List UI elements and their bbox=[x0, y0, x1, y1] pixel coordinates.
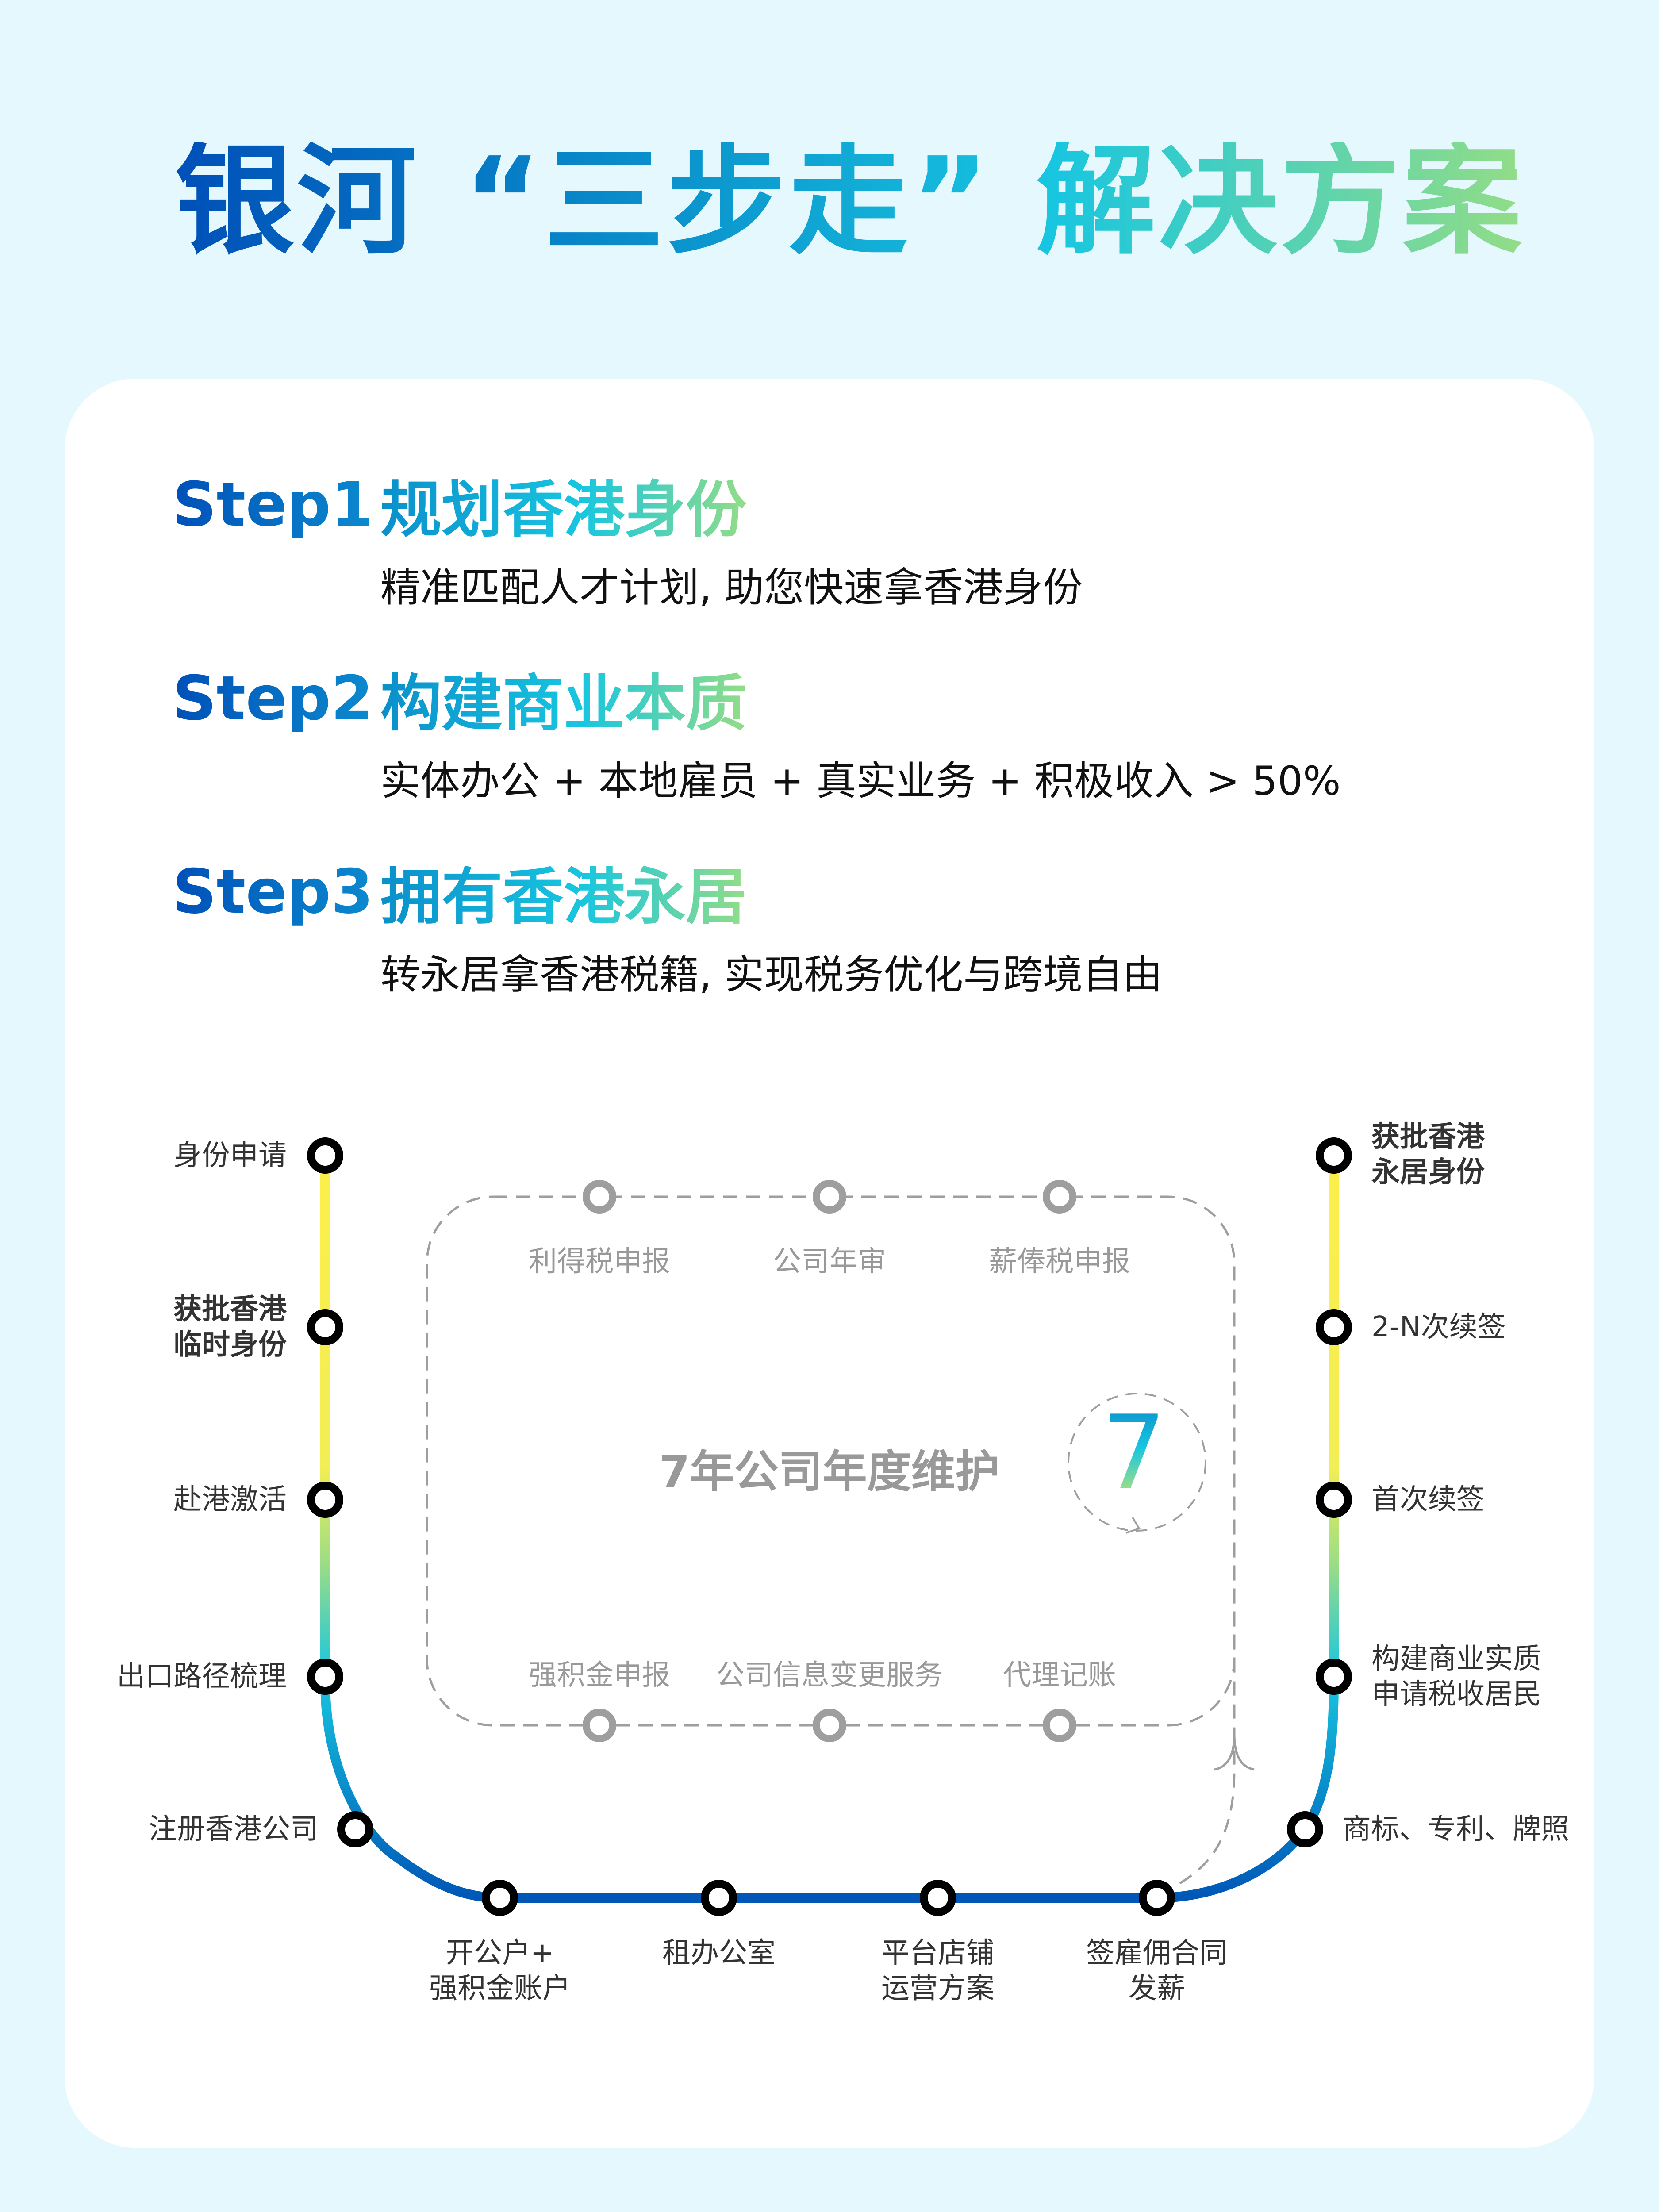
station-label: 平台店铺 运营方案 bbox=[881, 1936, 995, 2006]
station-marker bbox=[307, 1482, 343, 1518]
years-number: 7 bbox=[1102, 1394, 1167, 1512]
route-line-right bbox=[1156, 1156, 1339, 1903]
station-label: 租办公室 bbox=[662, 1936, 776, 1971]
station-marker bbox=[307, 1137, 343, 1174]
page-title: 银河 “三步走” 解决方案 bbox=[175, 131, 1525, 271]
station-label: 构建商业实质 申请税收居民 bbox=[1371, 1641, 1541, 1712]
station-label: 首次续签 bbox=[1371, 1483, 1485, 1516]
station-label: 开公户+ 强积金账户 bbox=[429, 1936, 571, 2006]
station-label: 商标、专利、牌照 bbox=[1343, 1813, 1569, 1846]
station-label: 2-N次续签 bbox=[1371, 1311, 1506, 1344]
label-line: 签雇佣合同 bbox=[1086, 1937, 1228, 1970]
step-2-description: 实体办公 + 本地雇员 + 真实业务 + 积极收入 > 50% bbox=[380, 758, 1341, 804]
content-card bbox=[65, 379, 1594, 2148]
station-label: 出口路径梳理 bbox=[117, 1660, 287, 1693]
label-line: 申请税收居民 bbox=[1371, 1678, 1541, 1711]
station-marker bbox=[1287, 1811, 1323, 1847]
route-line-left bbox=[320, 1156, 500, 1903]
cycle-arrow-icon bbox=[1125, 1517, 1141, 1534]
label-line: 租办公室 bbox=[662, 1937, 776, 1970]
maintenance-item: 公司信息变更服务 bbox=[716, 1659, 943, 1692]
label-line: 平台店铺 bbox=[881, 1937, 995, 1970]
cycle-circle bbox=[1068, 1393, 1206, 1532]
station-label: 签雇佣合同 发薪 bbox=[1086, 1936, 1228, 2006]
station-label: 注册香港公司 bbox=[149, 1813, 319, 1846]
label-line: 开公户+ bbox=[445, 1937, 554, 1970]
step-1-description: 精准匹配人才计划, 助您快速拿香港身份 bbox=[380, 565, 1083, 611]
step-title: 拥有香港永居 bbox=[380, 847, 747, 936]
station-marker bbox=[701, 1880, 737, 1916]
maintenance-item: 强积金申报 bbox=[529, 1659, 670, 1692]
maintenance-marker bbox=[1043, 1709, 1076, 1742]
station-marker bbox=[307, 1309, 343, 1345]
step-number: Step3 bbox=[173, 856, 380, 927]
step-number: Step2 bbox=[173, 663, 380, 734]
maintenance-marker bbox=[1043, 1180, 1076, 1214]
label-line: 临时身份 bbox=[173, 1329, 287, 1361]
label-line: 获批香港 bbox=[173, 1293, 287, 1326]
maintenance-marker bbox=[813, 1180, 846, 1214]
station-marker bbox=[1139, 1880, 1175, 1916]
maintenance-item: 代理记账 bbox=[1003, 1659, 1116, 1692]
maintenance-marker bbox=[583, 1709, 616, 1742]
station-label-milestone: 获批香港 永居身份 bbox=[1371, 1119, 1485, 1190]
step-number: Step1 bbox=[173, 469, 380, 540]
station-marker bbox=[920, 1880, 956, 1916]
step-title: 构建商业本质 bbox=[380, 654, 747, 742]
maintenance-marker bbox=[813, 1709, 846, 1742]
maintenance-item: 利得税申报 bbox=[529, 1245, 670, 1278]
label-line: 发薪 bbox=[1129, 1972, 1185, 2005]
step-title: 规划香港身份 bbox=[380, 460, 747, 549]
station-marker bbox=[1316, 1309, 1352, 1345]
station-label-milestone: 获批香港 临时身份 bbox=[173, 1292, 287, 1363]
step-3-description: 转永居拿香港税籍, 实现税务优化与跨境自由 bbox=[380, 952, 1163, 998]
station-marker bbox=[307, 1659, 343, 1695]
station-marker bbox=[1316, 1482, 1352, 1518]
station-marker bbox=[1316, 1659, 1352, 1695]
station-marker bbox=[1316, 1137, 1352, 1174]
label-line: 构建商业实质 bbox=[1371, 1643, 1541, 1675]
maintenance-connector bbox=[1159, 1526, 1236, 1895]
maintenance-title: 7年公司年度维护 bbox=[659, 1446, 1000, 1498]
label-line: 强积金账户 bbox=[429, 1972, 571, 2005]
station-marker bbox=[482, 1880, 518, 1916]
label-line: 运营方案 bbox=[881, 1972, 995, 2005]
maintenance-item: 薪俸税申报 bbox=[989, 1245, 1130, 1278]
maintenance-item: 公司年审 bbox=[773, 1245, 886, 1278]
station-label: 赴港激活 bbox=[173, 1483, 287, 1516]
station-label: 身份申请 bbox=[173, 1139, 287, 1172]
arrow-up-icon bbox=[1214, 1734, 1255, 1771]
station-marker bbox=[337, 1811, 373, 1847]
maintenance-marker bbox=[583, 1180, 616, 1214]
label-line: 获批香港 bbox=[1371, 1121, 1485, 1153]
label-line: 永居身份 bbox=[1371, 1156, 1485, 1189]
